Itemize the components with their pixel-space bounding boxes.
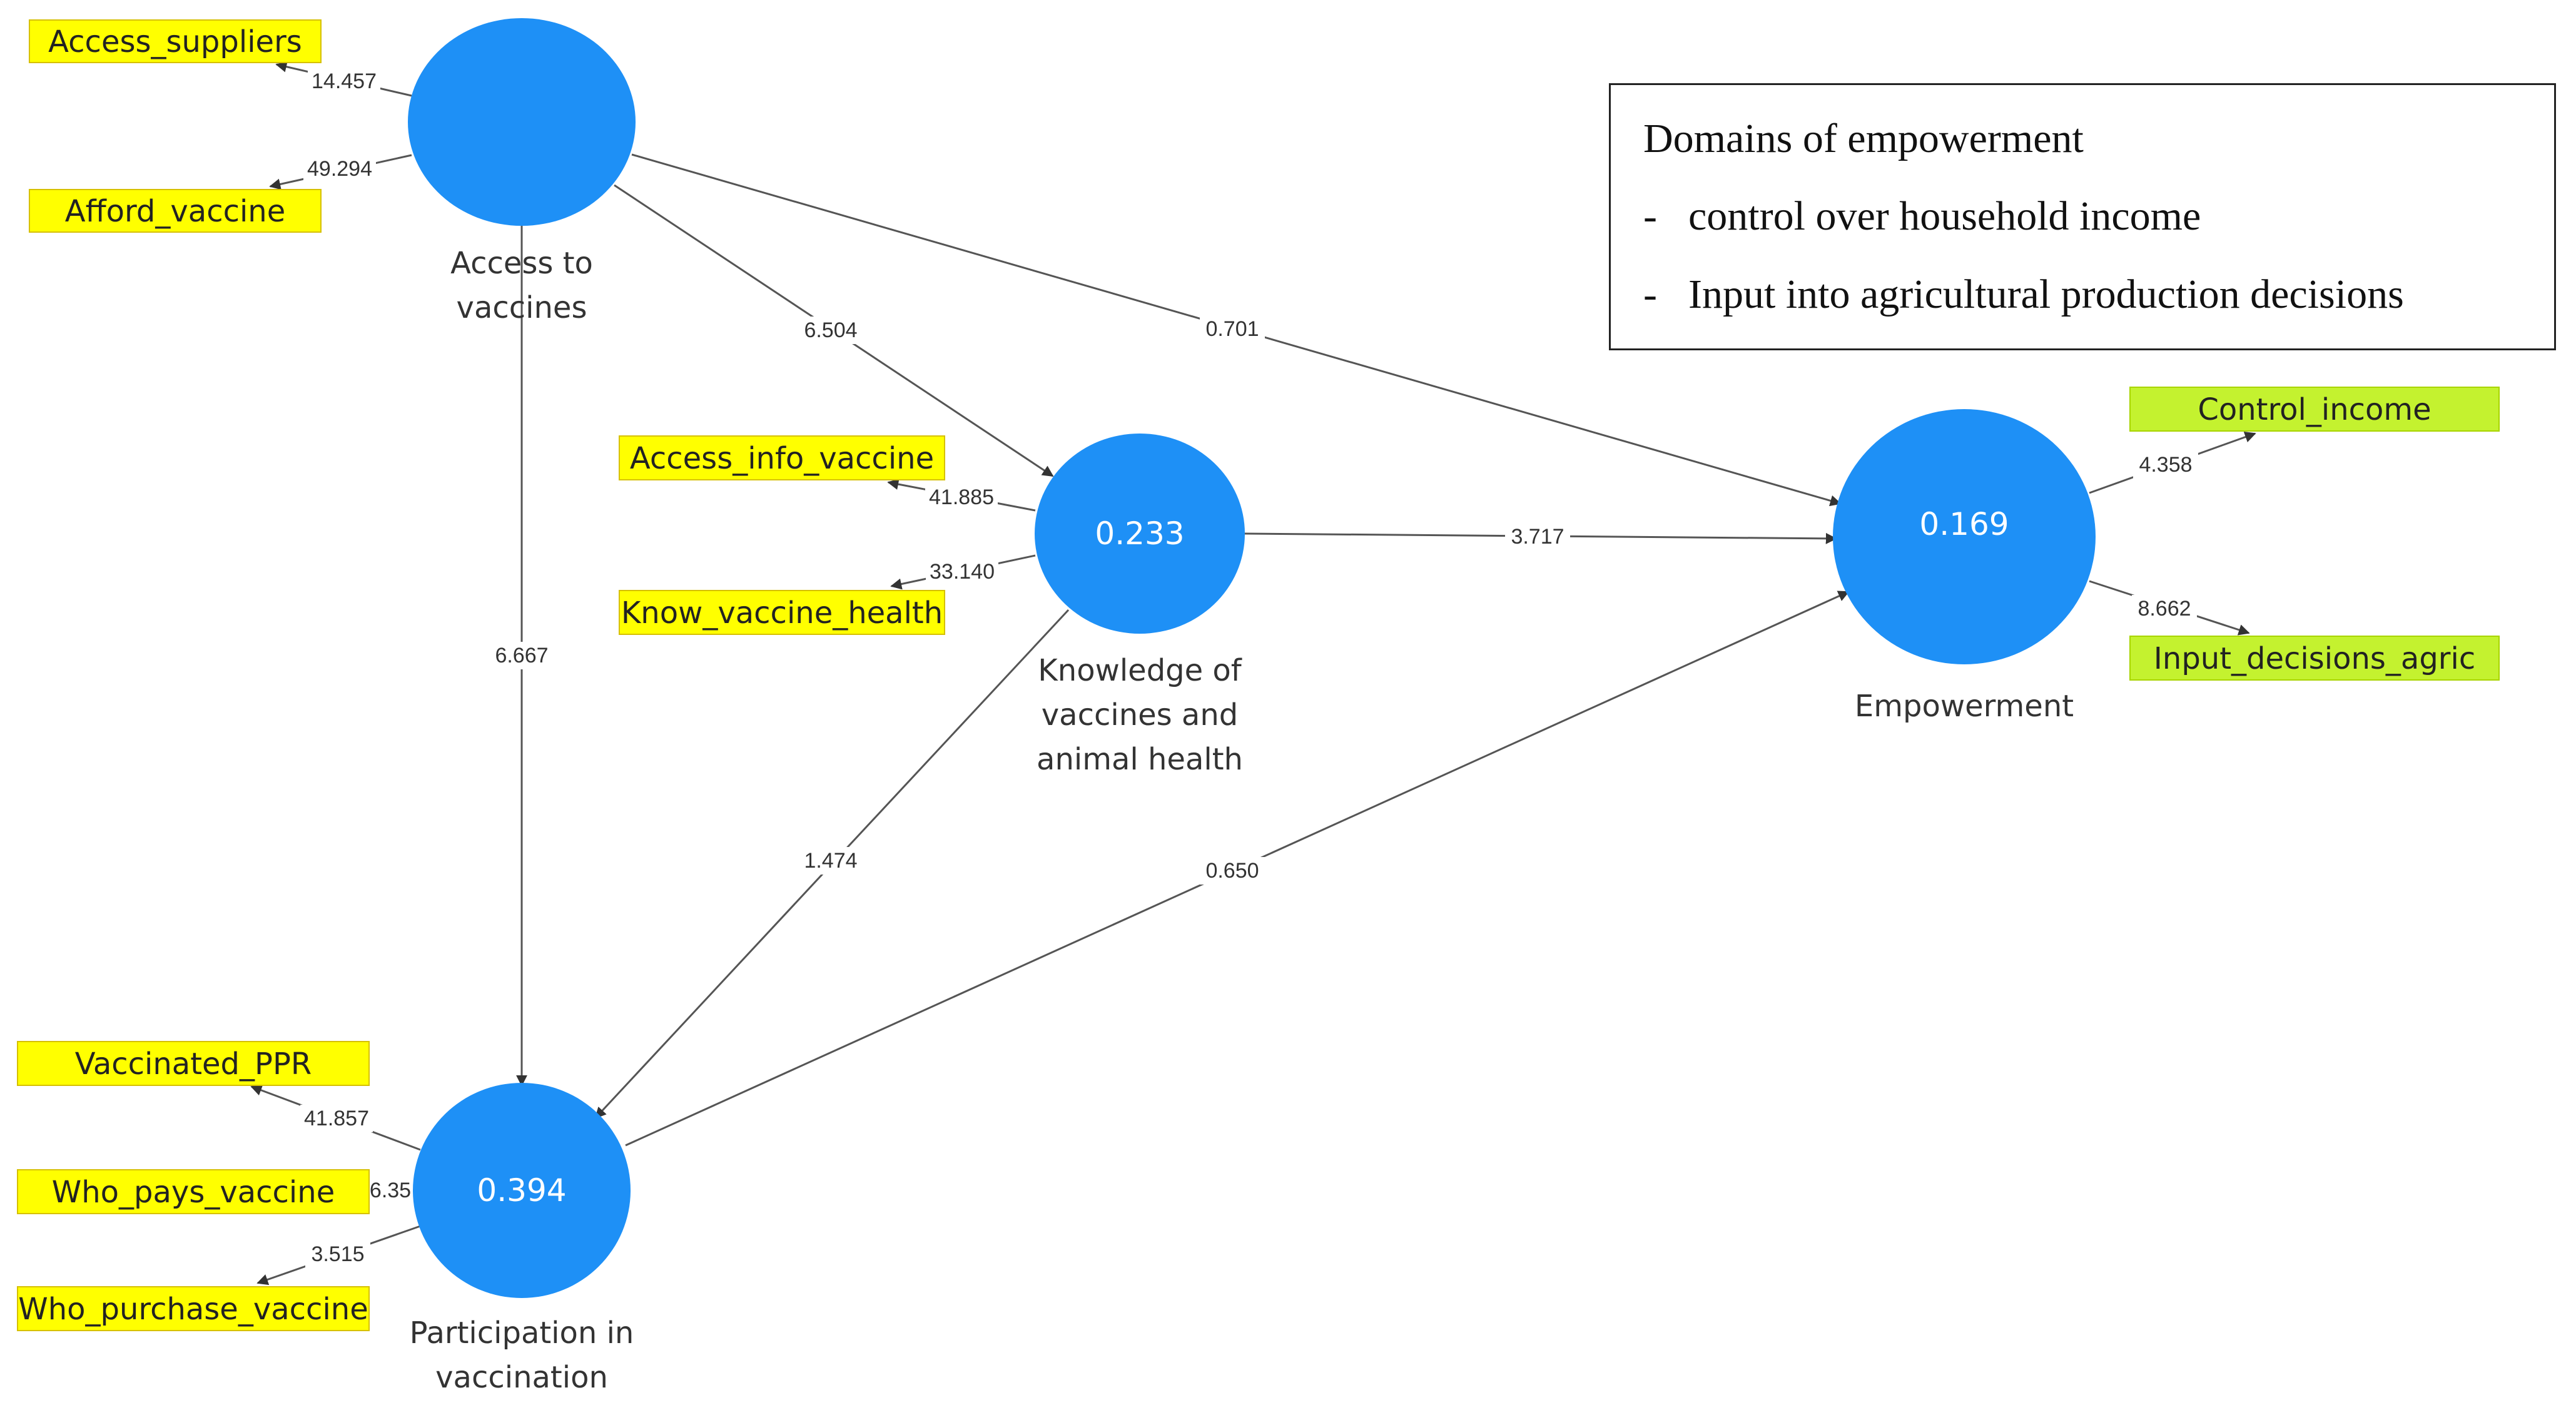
construct-participation-name-line-1: Participation in (410, 1316, 634, 1351)
coef-knowledge-empowerment: 3.717 (1505, 523, 1570, 550)
path-coefficient-labels: 6.504 0.701 6.667 3.717 1.474 0.650 (489, 315, 1570, 885)
construct-knowledge-value: 0.233 (1095, 515, 1184, 552)
svg-text:3.515: 3.515 (311, 1242, 364, 1266)
coef-participation-empowerment: 0.650 (1200, 857, 1265, 885)
construct-participation: 0.394 Participation in vaccination (410, 1083, 634, 1395)
legend-item-text: Input into agricultural production decis… (1688, 271, 2404, 317)
svg-text:6.35: 6.35 (370, 1179, 411, 1202)
indicator-input-decisions-agric: Input_decisions_agric (2129, 636, 2500, 681)
indicator-access-info-vaccine: Access_info_vaccine (619, 435, 945, 480)
loading-label-access-info-vaccine: 41.885 (925, 484, 998, 511)
legend-bullet: - (1643, 193, 1657, 239)
svg-text:Who_purchase_vaccine: Who_purchase_vaccine (18, 1292, 368, 1327)
loading-label-access-suppliers: 14.457 (308, 68, 380, 95)
construct-empowerment: 0.169 Empowerment (1833, 409, 2096, 724)
legend-title: Domains of empowerment (1643, 116, 2084, 161)
construct-empowerment-value: 0.169 (1919, 506, 2009, 542)
svg-text:0.701: 0.701 (1205, 317, 1259, 341)
svg-text:6.504: 6.504 (804, 318, 857, 342)
construct-access-name-line-2: vaccines (457, 290, 587, 325)
construct-access-name-line-1: Access to (450, 246, 593, 281)
construct-empowerment-circle (1833, 409, 2096, 664)
svg-text:Vaccinated_PPR: Vaccinated_PPR (75, 1047, 312, 1082)
construct-knowledge-name-line-1: Knowledge of (1038, 653, 1242, 688)
legend-item-income: -control over household income (1643, 193, 2201, 240)
svg-text:Who_pays_vaccine: Who_pays_vaccine (52, 1175, 335, 1210)
coef-access-knowledge: 6.504 (798, 317, 863, 344)
svg-text:8.662: 8.662 (2137, 597, 2191, 621)
indicator-control-income: Control_income (2129, 387, 2500, 432)
construct-knowledge-name-line-3: animal health (1037, 742, 1243, 777)
svg-text:14.457: 14.457 (312, 69, 377, 93)
legend-box: Domains of empowerment -control over hou… (1609, 83, 2556, 350)
indicator-who-purchase-vaccine: Who_purchase_vaccine (17, 1286, 370, 1331)
loading-label-who-pays-vaccine: 6.35 (368, 1177, 413, 1204)
loading-label-know-vaccine-health: 33.140 (926, 558, 998, 586)
indicator-know-vaccine-health: Know_vaccine_health (619, 590, 945, 635)
loading-labels: 14.457 49.294 41.885 33.140 41.857 6.35 … (300, 68, 2198, 1268)
indicator-access-suppliers: Access_suppliers (29, 19, 322, 63)
indicator-vaccinated-ppr: Vaccinated_PPR (17, 1041, 370, 1086)
svg-text:0.650: 0.650 (1205, 859, 1259, 883)
svg-text:33.140: 33.140 (930, 560, 995, 584)
svg-text:6.667: 6.667 (495, 644, 548, 667)
svg-text:3.717: 3.717 (1511, 525, 1564, 549)
svg-text:1.474: 1.474 (804, 849, 857, 873)
svg-text:Know_vaccine_health: Know_vaccine_health (621, 596, 943, 631)
construct-knowledge-circle (1035, 434, 1245, 634)
svg-text:Access_suppliers: Access_suppliers (48, 24, 302, 59)
svg-text:Input_decisions_agric: Input_decisions_agric (2154, 641, 2476, 676)
construct-empowerment-name: Empowerment (1855, 689, 2074, 724)
svg-text:Control_income: Control_income (2198, 392, 2431, 427)
construct-participation-name-line-2: vaccination (435, 1360, 608, 1395)
svg-text:41.857: 41.857 (304, 1107, 369, 1130)
indicator-who-pays-vaccine: Who_pays_vaccine (17, 1169, 370, 1214)
construct-knowledge: 0.233 Knowledge of vaccines and animal h… (1035, 434, 1245, 777)
legend-item-text: control over household income (1688, 193, 2201, 239)
svg-text:Access_info_vaccine: Access_info_vaccine (630, 441, 934, 476)
loading-label-input-decisions-agric: 8.662 (2132, 595, 2197, 622)
legend-bullet: - (1643, 271, 1657, 317)
construct-participation-value: 0.394 (477, 1172, 566, 1209)
coef-access-empowerment: 0.701 (1200, 315, 1265, 343)
legend-item-production-decisions: -Input into agricultural production deci… (1643, 271, 2404, 318)
loading-label-vaccinated-ppr: 41.857 (300, 1105, 373, 1132)
svg-text:49.294: 49.294 (307, 157, 372, 181)
construct-participation-circle (413, 1083, 631, 1298)
loading-label-control-income: 4.358 (2133, 451, 2198, 479)
loading-label-afford-vaccine: 49.294 (303, 155, 376, 183)
indicator-afford-vaccine: Afford_vaccine (29, 189, 322, 233)
construct-access-circle (408, 18, 636, 226)
coef-access-participation: 6.667 (489, 642, 554, 669)
svg-text:4.358: 4.358 (2139, 453, 2192, 477)
svg-text:41.885: 41.885 (929, 485, 994, 509)
construct-access: Access to vaccines (408, 18, 636, 325)
coef-knowledge-participation: 1.474 (798, 847, 863, 875)
svg-text:Afford_vaccine: Afford_vaccine (65, 194, 286, 229)
loading-label-who-purchase-vaccine: 3.515 (305, 1240, 370, 1268)
construct-knowledge-name-line-2: vaccines and (1042, 697, 1238, 733)
